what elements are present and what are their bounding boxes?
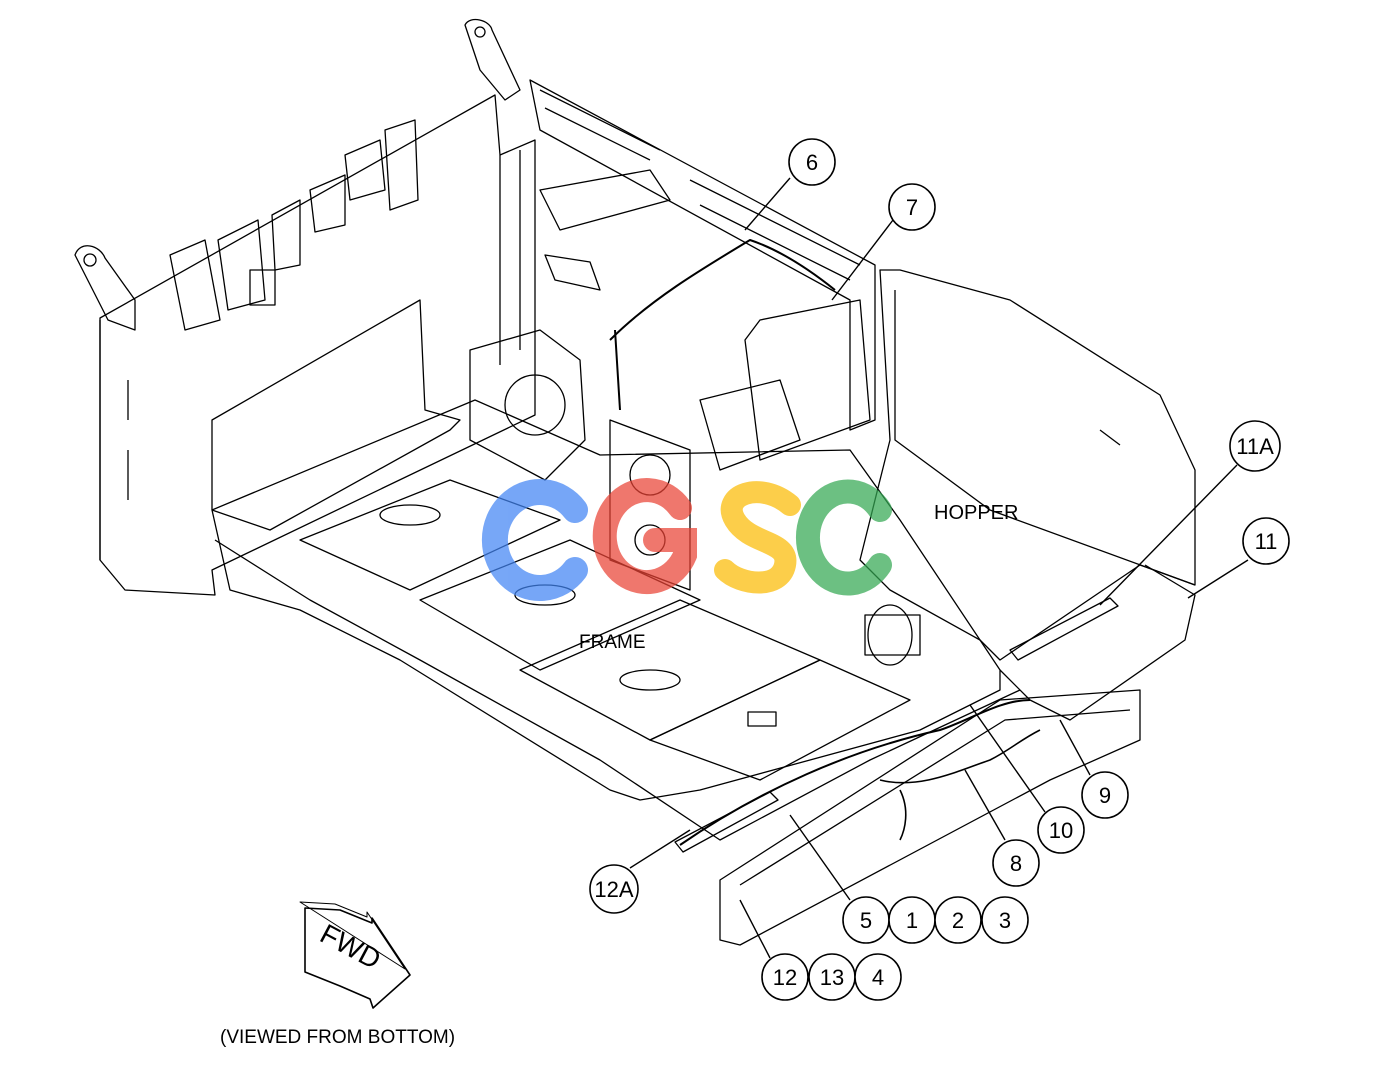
callout-11a <box>1229 420 1281 472</box>
callout-11 <box>1242 517 1290 565</box>
callout-7-text: 7 <box>906 195 918 220</box>
callout-8 <box>992 839 1040 887</box>
callout-6-text: 6 <box>806 150 818 175</box>
callout-1-text: 1 <box>906 908 918 933</box>
watermark-s-yellow <box>714 481 801 594</box>
callout-6 <box>788 138 836 186</box>
center-upright-frame <box>529 79 876 431</box>
callout-12a <box>589 864 639 914</box>
callout-10 <box>1037 806 1085 854</box>
callout-12-text: 12 <box>773 965 797 990</box>
left-hinge-bracket <box>74 245 136 331</box>
rear-wall <box>99 94 536 596</box>
frame-line-drawing <box>74 18 1196 1009</box>
callout-11a-text: 11A <box>1236 434 1274 459</box>
callout-9-text: 9 <box>1099 783 1111 808</box>
callout-10-text: 10 <box>1049 818 1073 843</box>
callout-13-text: 13 <box>820 965 844 990</box>
watermark-c-green <box>796 479 892 596</box>
watermark-g-red <box>592 478 697 594</box>
wire-harness-upper <box>609 239 836 341</box>
callout-12 <box>761 953 809 1001</box>
callout-4-text: 4 <box>872 965 884 990</box>
watermark-logo <box>481 478 892 601</box>
left-lower-box <box>211 299 461 531</box>
hopper-label: HOPPER <box>934 502 1018 524</box>
callout-8-text: 8 <box>1010 851 1022 876</box>
callout-5-text: 5 <box>860 908 872 933</box>
callout-12a-text: 12A <box>594 877 633 902</box>
callout-3 <box>981 896 1029 944</box>
callouts <box>589 138 1290 1001</box>
step-plate-11a <box>1009 597 1119 661</box>
step-plate-12a <box>674 791 779 853</box>
callout-3-text: 3 <box>999 908 1011 933</box>
callout-labels: 6 7 11A 11 9 10 8 12A 5 1 2 3 12 13 4 <box>594 150 1277 990</box>
fwd-label: FWD <box>315 918 386 975</box>
callout-9 <box>1081 771 1129 819</box>
watermark-c-blue <box>481 479 588 601</box>
callout-2 <box>934 896 982 944</box>
leader-lines <box>629 177 1249 959</box>
callout-2-text: 2 <box>952 908 964 933</box>
callout-7 <box>888 183 936 231</box>
lower-cross-member <box>719 689 1141 946</box>
main-floor-frame <box>211 399 1001 801</box>
callout-4 <box>854 953 902 1001</box>
viewed-from-bottom-label: (VIEWED FROM BOTTOM) <box>220 1027 455 1048</box>
wire-harness-lower <box>679 699 1031 846</box>
right-hinge-bracket <box>464 18 521 101</box>
hopper <box>859 269 1196 661</box>
fwd-arrow-shape <box>304 907 411 1009</box>
frame-label: FRAME <box>579 632 646 653</box>
callout-11-text: 11 <box>1255 529 1278 554</box>
